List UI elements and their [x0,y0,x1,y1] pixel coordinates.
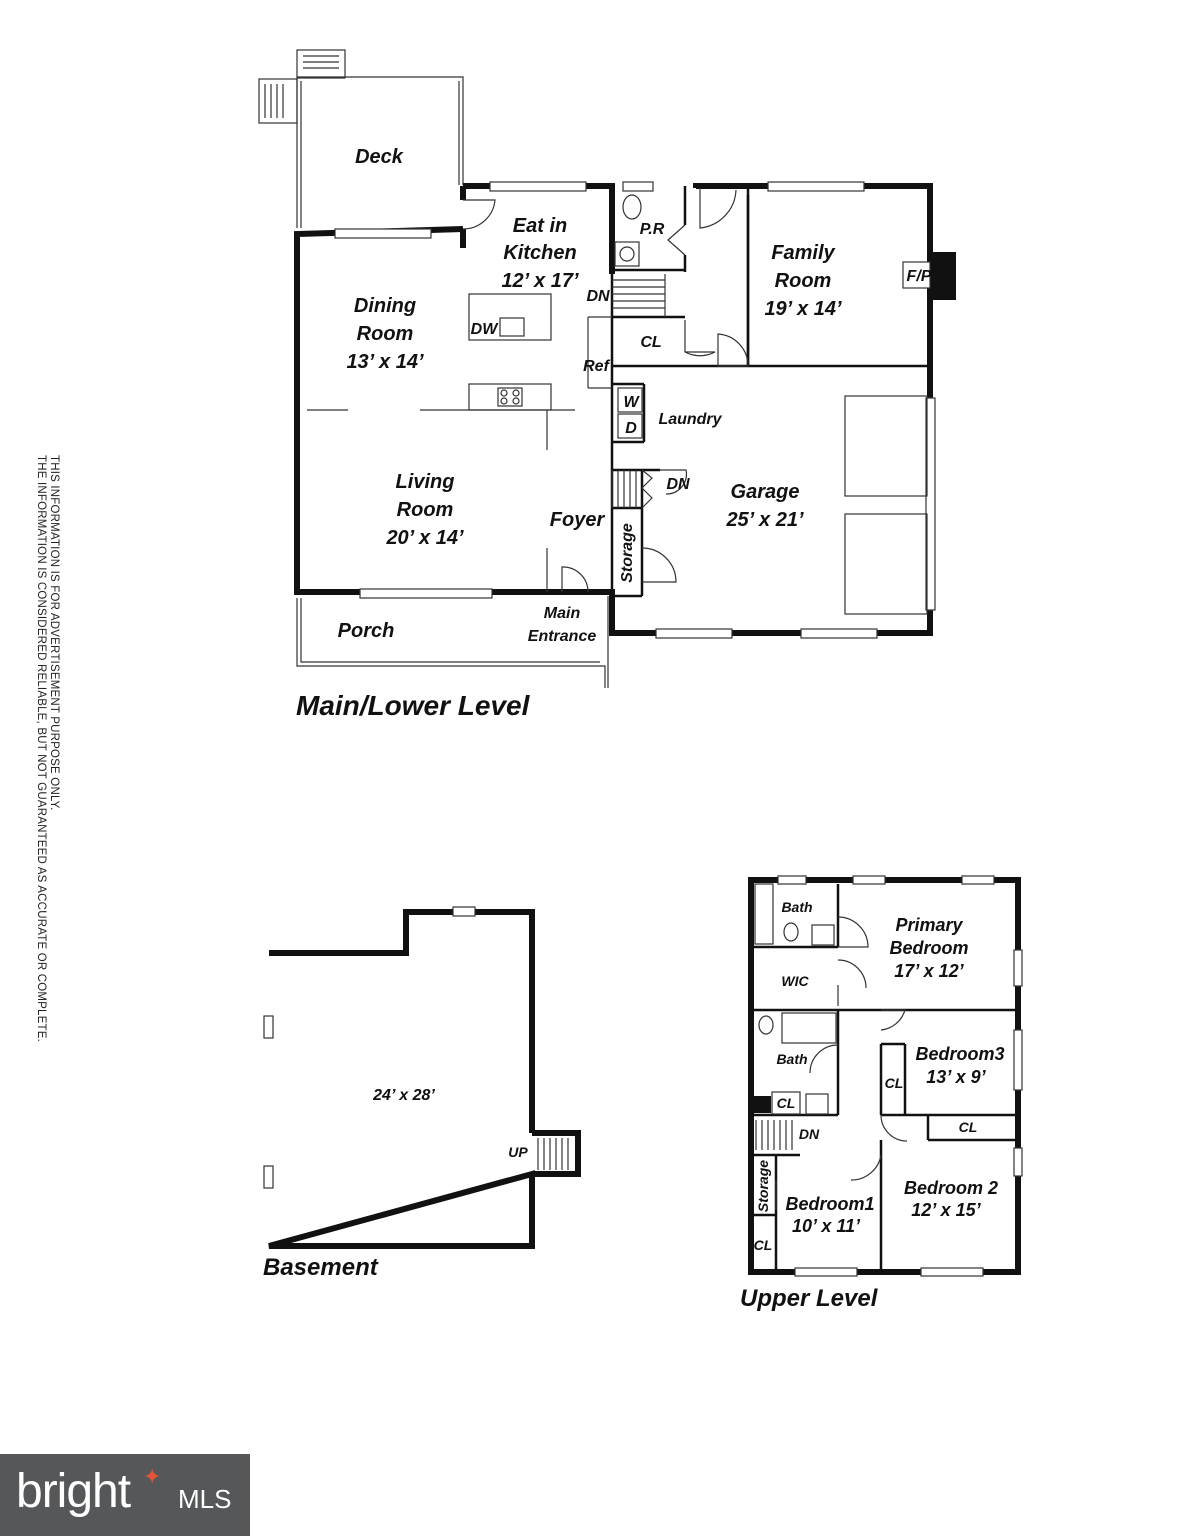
label-storage: Storage [619,523,636,583]
label-garage: Garage [731,481,800,503]
bright-mls-logo: bright ✦ MLS [0,1454,250,1536]
upper-level-title: Upper Level [740,1285,879,1312]
foyer-stairs [611,469,653,509]
washer-box [617,387,643,413]
label-laundry: Laundry [658,411,722,428]
label-kitchen-2: Kitchen [503,242,576,264]
label-living-2: Room [397,499,454,521]
label-basement-size: 24’ x 28’ [372,1087,435,1104]
label-wic: WIC [781,973,809,989]
logo-star-icon: ✦ [143,1464,162,1489]
label-powder-room: P.R [640,221,665,238]
upper-toilet-1 [783,922,799,942]
label-closet-b3: CL [885,1075,904,1091]
label-basement-up: UP [508,1144,528,1160]
label-bedroom1: Bedroom1 [785,1194,874,1214]
label-living-size: 20’ x 14’ [385,527,464,549]
upper-sink-2 [805,1093,829,1115]
label-upper-bath-1: Bath [781,899,812,915]
upper-windows [777,875,1023,1277]
label-primary-1: Primary [895,915,963,935]
label-dining-1: Dining [354,295,416,317]
basement-window-left-2 [263,1165,274,1189]
main-doors [462,188,749,593]
kitchen-sink [499,317,525,337]
label-porch: Porch [338,620,395,642]
label-foyer: Foyer [550,509,606,531]
garage-door-2 [844,513,928,615]
fireplace-hearth [902,261,931,289]
basement-window-top [452,906,476,917]
label-ref: Ref [583,358,610,375]
label-closet-b2: CL [959,1119,978,1135]
label-dining-2: Room [357,323,414,345]
basement-plan: 24’ x 28’ UP Basement [263,906,581,1281]
label-primary-2: Bedroom [889,938,968,958]
dryer-box [617,413,643,439]
porch-outline [296,596,609,688]
basement-walls [268,909,535,1249]
kitchen-counter [468,383,552,411]
upper-doors [775,916,908,1210]
upper-stairs [755,1120,793,1150]
fireplace-box [932,252,956,300]
label-bedroom2: Bedroom 2 [904,1178,998,1198]
label-upper-storage: Storage [755,1160,771,1212]
main-level-title: Main/Lower Level [296,690,531,721]
main-house-walls [294,183,933,636]
basement-window-left-1 [263,1015,274,1039]
upper-chimney [753,1096,771,1113]
garage-door-1 [844,395,928,497]
label-fireplace: F/P [907,268,932,285]
label-closet: CL [640,334,661,351]
label-dishwasher: DW [471,321,500,338]
upper-bath-closet [771,1091,801,1115]
label-dining-size: 13’ x 14’ [346,351,424,373]
label-family-2: Room [775,270,832,292]
label-living-1: Living [396,471,455,493]
main-windows [334,181,936,639]
deck-outline [296,76,464,228]
upper-level-plan: Bath Primary Bedroom 17’ x 12’ WIC Bath … [740,875,1023,1312]
label-entrance-1: Main [544,605,581,622]
main-level-plan: Deck Eat in Kitchen 12’ x 17’ P.R Family… [258,49,956,721]
logo-brand: bright [16,1465,131,1518]
kitchen-stairs [612,274,666,317]
basement-stair-wall [532,1130,581,1177]
basement-stairs [537,1138,569,1170]
label-garage-size: 25’ x 21’ [725,509,804,531]
label-kitchen-1: Eat in [513,215,567,237]
label-washer: W [623,394,640,411]
label-upper-bath-2: Bath [776,1051,807,1067]
cooktop [497,387,523,407]
upper-tub-1 [754,883,774,945]
basement-title: Basement [263,1254,379,1281]
powder-sink [614,241,640,267]
deck-stairs [258,49,346,124]
label-deck: Deck [355,146,404,168]
label-family-size: 19’ x 14’ [764,298,842,320]
label-primary-size: 17’ x 12’ [894,961,964,981]
label-bedroom3-size: 13’ x 9’ [926,1067,986,1087]
label-upper-dn: DN [799,1126,820,1142]
label-stairs-dn-1: DN [586,288,610,305]
label-closet-b1: CL [754,1237,773,1253]
label-dryer: D [625,420,637,437]
upper-toilet-2 [758,1015,774,1035]
upper-sink-1 [811,924,835,946]
logo-suffix: MLS [178,1484,232,1514]
label-closet-bath: CL [777,1095,796,1111]
label-kitchen-size: 12’ x 17’ [501,270,579,292]
upper-shower [781,1012,837,1044]
label-bedroom1-size: 10’ x 11’ [792,1216,861,1236]
label-family-1: Family [771,242,835,264]
label-stairs-dn-2: DN [666,476,690,493]
kitchen-island [468,293,552,341]
label-bedroom2-size: 12’ x 15’ [911,1200,981,1220]
label-entrance-2: Entrance [528,628,597,645]
toilet [622,194,642,220]
label-bedroom3: Bedroom3 [915,1044,1004,1064]
